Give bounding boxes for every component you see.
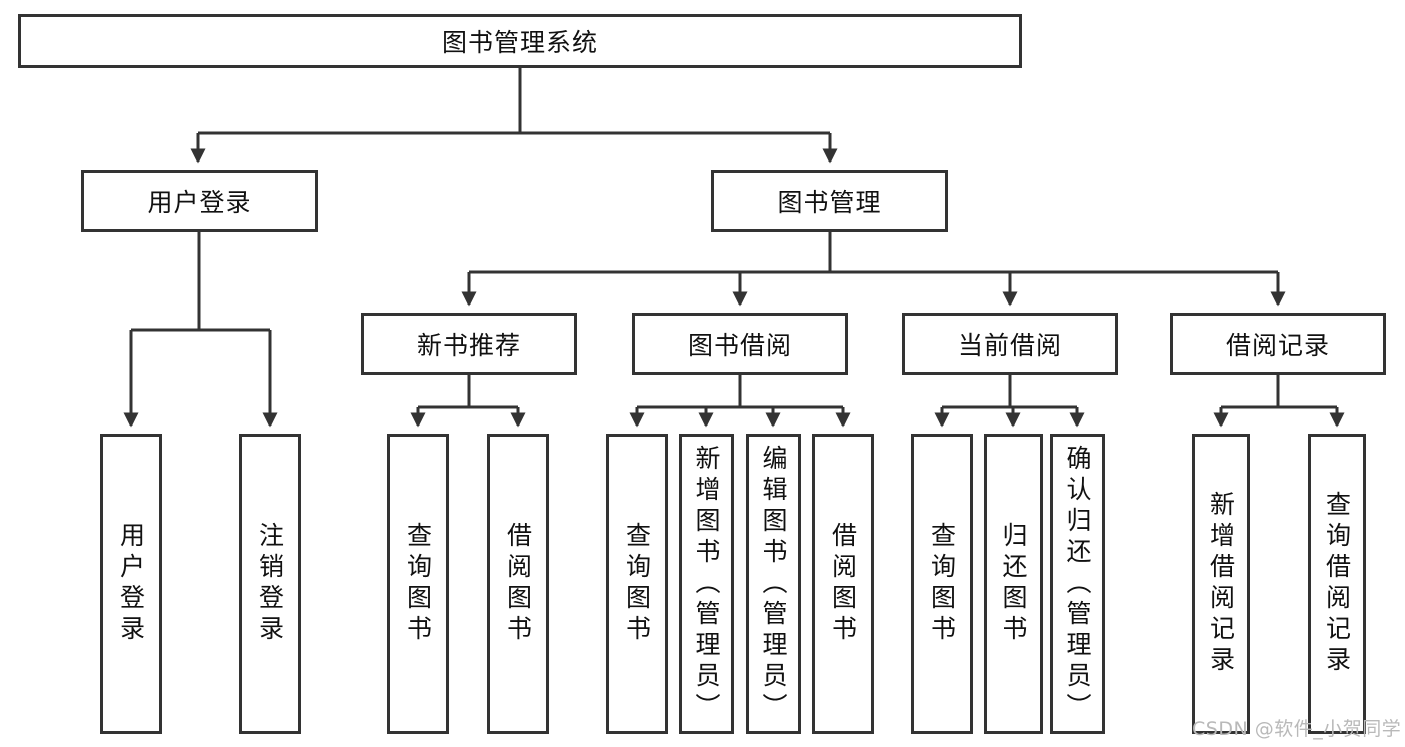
node-book-borrow-label: 图书借阅 — [687, 331, 792, 360]
node-leaf-record-search-label: 查询借阅记录 — [1322, 491, 1352, 677]
node-leaf-rec-query-label: 查询图书 — [403, 522, 433, 646]
node-borrow-record-label: 借阅记录 — [1225, 331, 1330, 360]
node-leaf-borrow-query[interactable]: 查询图书 — [606, 434, 668, 734]
node-leaf-rec-borrow[interactable]: 借阅图书 — [487, 434, 549, 734]
node-new-book-rec-label: 新书推荐 — [416, 331, 521, 360]
node-leaf-rec-borrow-label: 借阅图书 — [503, 522, 533, 646]
node-leaf-borrow-add[interactable]: 新增图书（管理员） — [679, 434, 734, 734]
node-book-manage[interactable]: 图书管理 — [711, 170, 948, 232]
csdn-watermark: CSDN @软件_小贺同学 — [1192, 718, 1402, 740]
node-leaf-borrow-lend-label: 借阅图书 — [828, 522, 858, 646]
node-leaf-borrow-edit-label: 编辑图书（管理员） — [759, 444, 788, 724]
node-book-borrow[interactable]: 图书借阅 — [632, 313, 848, 375]
node-new-book-rec[interactable]: 新书推荐 — [361, 313, 577, 375]
node-leaf-cur-query[interactable]: 查询图书 — [911, 434, 973, 734]
node-leaf-user-login-label: 用户登录 — [116, 522, 146, 646]
node-leaf-cur-return-label: 归还图书 — [999, 522, 1028, 646]
node-root-label: 图书管理系统 — [441, 28, 598, 57]
node-root[interactable]: 图书管理系统 — [18, 14, 1022, 68]
node-leaf-cur-confirm[interactable]: 确认归还（管理员） — [1050, 434, 1105, 734]
node-book-manage-label: 图书管理 — [777, 188, 882, 217]
node-leaf-borrow-lend[interactable]: 借阅图书 — [812, 434, 874, 734]
node-leaf-record-search[interactable]: 查询借阅记录 — [1308, 434, 1366, 734]
node-borrow-record[interactable]: 借阅记录 — [1170, 313, 1386, 375]
node-leaf-record-add-label: 新增借阅记录 — [1206, 491, 1236, 677]
node-leaf-borrow-edit[interactable]: 编辑图书（管理员） — [746, 434, 801, 734]
node-leaf-rec-query[interactable]: 查询图书 — [387, 434, 449, 734]
node-leaf-borrow-add-label: 新增图书（管理员） — [692, 444, 721, 724]
node-user-login[interactable]: 用户登录 — [81, 170, 318, 232]
node-leaf-cur-query-label: 查询图书 — [927, 522, 957, 646]
node-leaf-borrow-query-label: 查询图书 — [622, 522, 652, 646]
node-leaf-user-logout-label: 注销登录 — [255, 522, 285, 646]
node-current-borrow[interactable]: 当前借阅 — [902, 313, 1118, 375]
node-leaf-user-logout[interactable]: 注销登录 — [239, 434, 301, 734]
node-user-login-label: 用户登录 — [147, 188, 252, 217]
node-leaf-cur-confirm-label: 确认归还（管理员） — [1063, 444, 1092, 724]
node-current-borrow-label: 当前借阅 — [957, 331, 1062, 360]
node-leaf-user-login[interactable]: 用户登录 — [100, 434, 162, 734]
node-leaf-record-add[interactable]: 新增借阅记录 — [1192, 434, 1250, 734]
node-leaf-cur-return[interactable]: 归还图书 — [984, 434, 1043, 734]
